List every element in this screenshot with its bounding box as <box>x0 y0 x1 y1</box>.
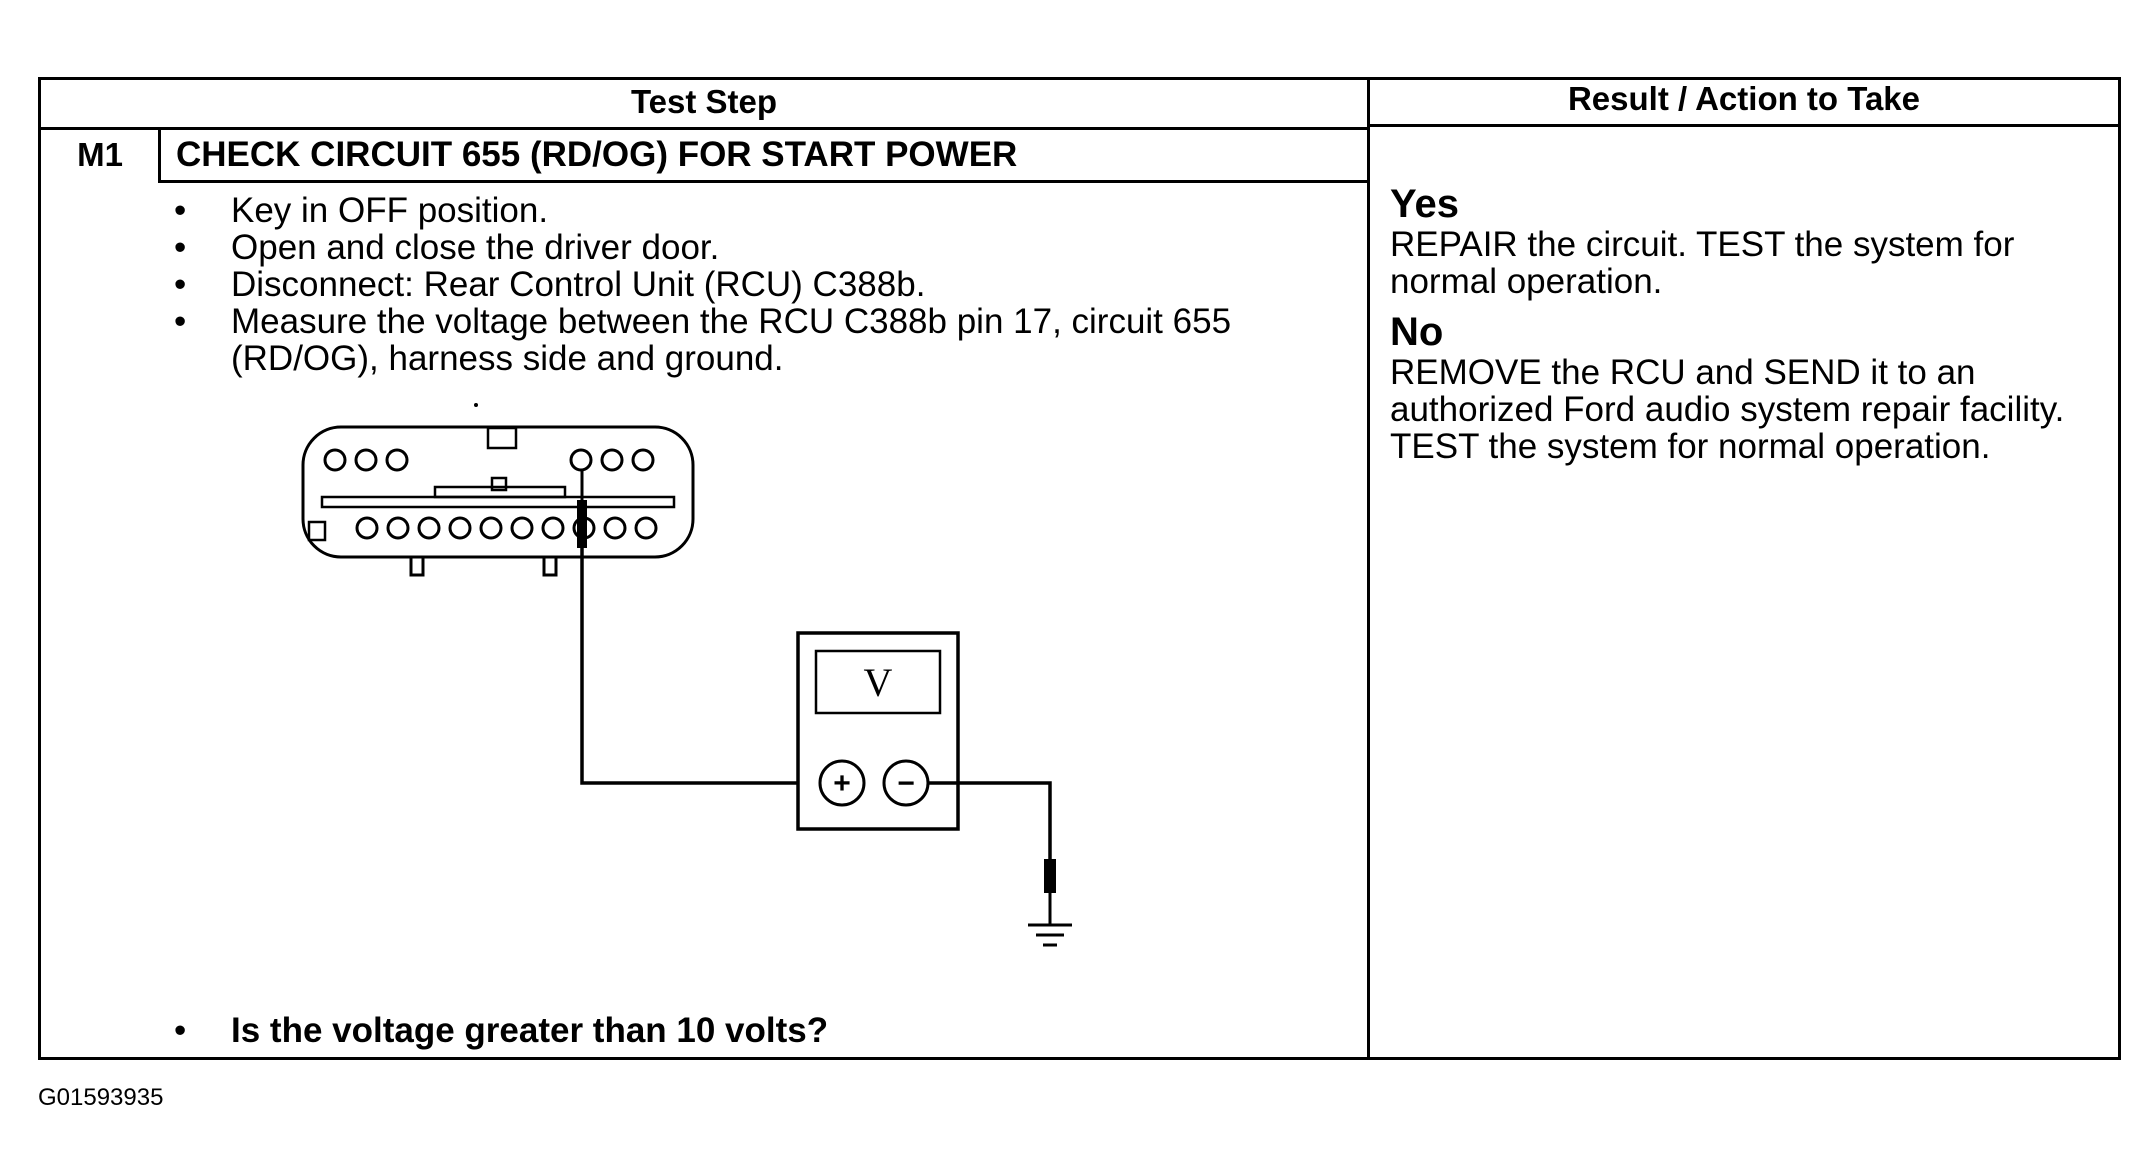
instruction-text: Open and close the driver door. <box>231 228 720 267</box>
instruction-item: • Disconnect: Rear Control Unit (RCU) C38… <box>174 266 1354 303</box>
probe-lead <box>577 470 814 785</box>
plus-terminal-label: + <box>833 767 851 800</box>
ground-icon <box>1028 923 1072 947</box>
image-id: G01593935 <box>38 1084 164 1111</box>
instruction-text: Key in OFF position. <box>231 191 549 230</box>
step-id: M1 <box>77 136 123 173</box>
column-divider <box>1367 77 1370 1060</box>
bullet: • <box>174 1011 187 1050</box>
instruction-list: • Key in OFF position. • Open and close th… <box>174 192 1354 377</box>
voltmeter-icon: V + − <box>796 631 960 831</box>
header-divider-right <box>1367 124 2121 127</box>
header-divider-left <box>38 127 1370 130</box>
step-title-divider <box>158 180 1370 183</box>
ground-lead <box>928 781 1056 925</box>
header-result-action: Result / Action to Take <box>1567 80 1921 117</box>
connector-icon <box>301 425 695 577</box>
question: • Is the voltage greater than 10 volts? <box>174 1010 828 1052</box>
question-text: Is the voltage greater than 10 volts? <box>231 1011 829 1050</box>
instruction-item: • Key in OFF position. <box>174 192 1354 229</box>
result-no-action: REMOVE the RCU and SEND it to an authori… <box>1390 353 2065 466</box>
instruction-text: Disconnect: Rear Control Unit (RCU) C388… <box>231 265 926 304</box>
stray-dot <box>474 403 478 407</box>
instruction-text: Measure the voltage between the RCU C388… <box>231 302 1232 378</box>
step-id-divider <box>158 127 161 183</box>
bullet: • <box>174 228 187 267</box>
bullet: • <box>174 191 187 230</box>
result-yes-action: REPAIR the circuit. TEST the system for … <box>1390 225 2015 301</box>
bullet: • <box>174 302 187 341</box>
test-step-table <box>38 77 2121 1060</box>
instruction-item: • Measure the voltage between the RCU C38… <box>174 303 1354 377</box>
instruction-item: • Open and close the driver door. <box>174 229 1354 266</box>
result-no-label: No <box>1390 310 1444 354</box>
minus-terminal-label: − <box>897 767 915 800</box>
measurement-diagram: V + − <box>301 403 1072 947</box>
step-title: CHECK CIRCUIT 655 (RD/OG) FOR START POWE… <box>176 135 1018 174</box>
meter-label: V <box>864 660 893 705</box>
header-test-step: Test Step <box>630 83 778 120</box>
result-yes-label: Yes <box>1390 182 1459 226</box>
result-column: Yes REPAIR the circuit. TEST the system … <box>1390 182 2090 465</box>
bullet: • <box>174 265 187 304</box>
